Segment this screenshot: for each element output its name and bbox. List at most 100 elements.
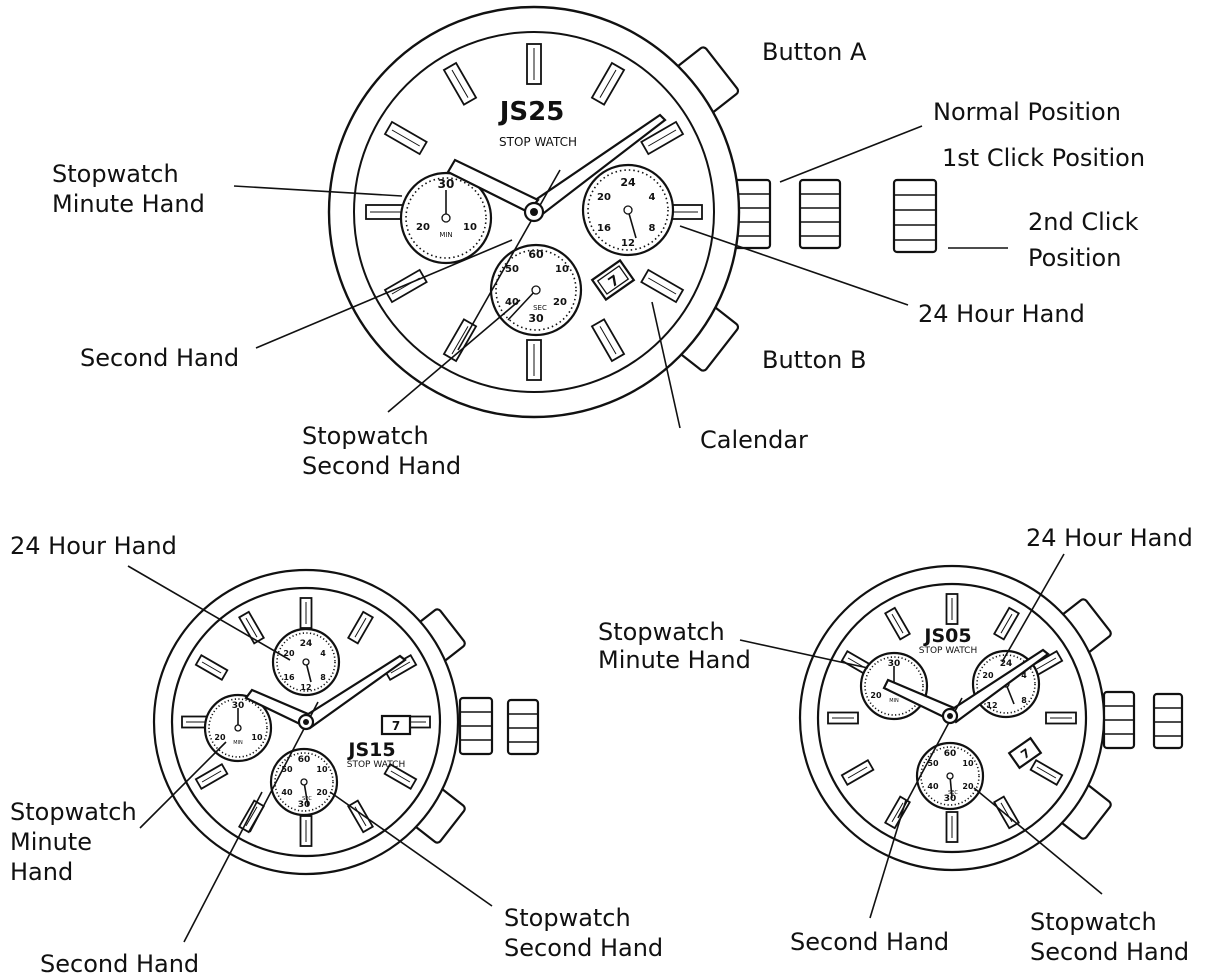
- hour-marker-inset: [1000, 613, 1013, 634]
- label-stopwatch-minute-left-3: Hand: [10, 858, 73, 886]
- hour-marker-inset: [245, 617, 258, 638]
- hour-marker-inset: [354, 617, 367, 638]
- svg-text:8: 8: [320, 673, 326, 682]
- crown-first-click: [798, 178, 842, 250]
- right-watch-labels: 24 Hour Hand Stopwatch Minute Hand Secon…: [598, 524, 1193, 966]
- hour-marker-inset: [1036, 657, 1057, 670]
- watch-js15: JS15 STOP WATCH 24 4 20 8 16 12 30 10 20…: [152, 568, 540, 876]
- svg-text:20: 20: [316, 788, 328, 797]
- svg-text:10: 10: [962, 759, 974, 768]
- svg-text:30: 30: [944, 794, 957, 804]
- svg-text:30: 30: [232, 701, 245, 711]
- svg-text:40: 40: [505, 297, 519, 308]
- label-second-click-line1: 2nd Click: [1028, 208, 1139, 236]
- label-stopwatch-second-left-2: Second Hand: [504, 934, 663, 962]
- subdial-24hour: 24 4 20 8 16 12: [581, 163, 675, 257]
- hour-marker-inset: [891, 802, 904, 823]
- svg-text:8: 8: [1021, 696, 1027, 705]
- hour-marker-inset: [1036, 766, 1057, 779]
- second-hand: [457, 169, 561, 351]
- label-stopwatch-minute-right-2: Minute Hand: [598, 646, 751, 674]
- hour-marker-inset: [390, 661, 411, 674]
- label-stopwatch-minute-line2: Minute Hand: [52, 190, 205, 218]
- svg-text:10: 10: [316, 765, 328, 774]
- svg-text:4: 4: [1021, 671, 1027, 680]
- svg-text:20: 20: [214, 733, 226, 742]
- svg-text:10: 10: [463, 222, 477, 233]
- label-stopwatch-second-right-2: Second Hand: [1030, 938, 1189, 966]
- label-24hour-hand-left: 24 Hour Hand: [10, 532, 177, 560]
- hour-marker-inset: [201, 770, 222, 783]
- hour-marker-inset: [391, 129, 420, 147]
- svg-text:12: 12: [300, 683, 311, 692]
- svg-text:MIN: MIN: [439, 231, 452, 239]
- brand-js25: JS25: [498, 97, 565, 127]
- svg-text:20: 20: [982, 671, 994, 680]
- label-second-hand-left: Second Hand: [40, 950, 199, 978]
- label-24hour-hand-right: 24 Hour Hand: [1026, 524, 1193, 552]
- svg-text:20: 20: [553, 297, 567, 308]
- label-stopwatch-second-right-1: Stopwatch: [1030, 908, 1157, 936]
- hour-marker-inset: [648, 129, 677, 147]
- hour-marker-inset: [451, 69, 469, 98]
- svg-text:60: 60: [944, 749, 957, 759]
- label-stopwatch-minute-line1: Stopwatch: [52, 160, 179, 188]
- svg-text:20: 20: [597, 192, 611, 203]
- svg-text:8: 8: [649, 223, 656, 234]
- svg-text:50: 50: [927, 759, 939, 768]
- left-watch-labels: 24 Hour Hand Stopwatch Minute Hand Secon…: [10, 532, 663, 978]
- svg-text:16: 16: [283, 673, 295, 682]
- hour-marker-inset: [599, 69, 617, 98]
- svg-text:4: 4: [649, 192, 656, 203]
- brand-js05-subtitle: STOP WATCH: [919, 646, 977, 656]
- svg-text:10: 10: [555, 264, 569, 275]
- brand-js05: JS05: [922, 625, 971, 647]
- calendar-window-left: 7: [380, 714, 412, 736]
- brand-js15: JS15: [346, 739, 395, 761]
- label-stopwatch-minute-left-2: Minute: [10, 828, 92, 856]
- hour-marker-inset: [451, 326, 469, 355]
- hour-marker-inset: [390, 770, 411, 783]
- brand-js15-subtitle: STOP WATCH: [347, 760, 405, 770]
- label-second-hand: Second Hand: [80, 344, 239, 372]
- top-watch-labels: Button A Normal Position 1st Click Posit…: [52, 38, 1145, 480]
- subdial-minute: 30 10 20 MIN: [399, 171, 493, 265]
- svg-text:20: 20: [962, 782, 974, 791]
- crown-left-watch: [458, 696, 540, 756]
- svg-text:12: 12: [986, 701, 997, 710]
- label-second-hand-right: Second Hand: [790, 928, 949, 956]
- label-stopwatch-minute-right-1: Stopwatch: [598, 618, 725, 646]
- label-stopwatch-second-line1: Stopwatch: [302, 422, 429, 450]
- hour-markers: [365, 43, 703, 381]
- hour-marker-inset: [648, 277, 677, 295]
- hour-marker-inset: [201, 661, 222, 674]
- svg-text:50: 50: [505, 264, 519, 275]
- svg-text:10: 10: [251, 733, 263, 742]
- svg-text:12: 12: [621, 238, 635, 249]
- svg-text:MIN: MIN: [233, 740, 243, 746]
- svg-text:4: 4: [320, 649, 326, 658]
- calendar-window: 7: [590, 258, 636, 302]
- svg-text:30: 30: [888, 659, 901, 669]
- subdial-minute-left: 30 10 20 MIN: [203, 693, 273, 763]
- subdial-seconds-left: 60 10 50 20 40 30 SEC: [269, 747, 339, 817]
- svg-text:20: 20: [283, 649, 295, 658]
- svg-text:30: 30: [298, 800, 311, 810]
- watch-js25: JS25 STOP WATCH 30 10 20 MIN 24 4 20 8 1…: [327, 5, 938, 419]
- calendar-window-right: 7: [1007, 736, 1043, 770]
- svg-text:30: 30: [438, 177, 455, 191]
- svg-text:SEC: SEC: [533, 304, 547, 312]
- svg-text:40: 40: [927, 782, 939, 791]
- subdial-24hour-left: 24 4 20 8 16 12: [271, 627, 341, 697]
- svg-text:60: 60: [528, 248, 544, 261]
- label-stopwatch-second-line2: Second Hand: [302, 452, 461, 480]
- crown-right-watch: [1102, 690, 1184, 750]
- watch-js05: JS05 STOP WATCH 30 10 20 MIN 24 4 20 8 1…: [798, 564, 1184, 872]
- hour-marker-inset: [245, 806, 258, 827]
- label-normal-position: Normal Position: [933, 98, 1121, 126]
- subdial-seconds-right: 60 10 50 20 40 30 SEC: [915, 741, 985, 811]
- hour-marker-inset: [847, 766, 868, 779]
- svg-text:40: 40: [281, 788, 293, 797]
- label-24hour-hand: 24 Hour Hand: [918, 300, 1085, 328]
